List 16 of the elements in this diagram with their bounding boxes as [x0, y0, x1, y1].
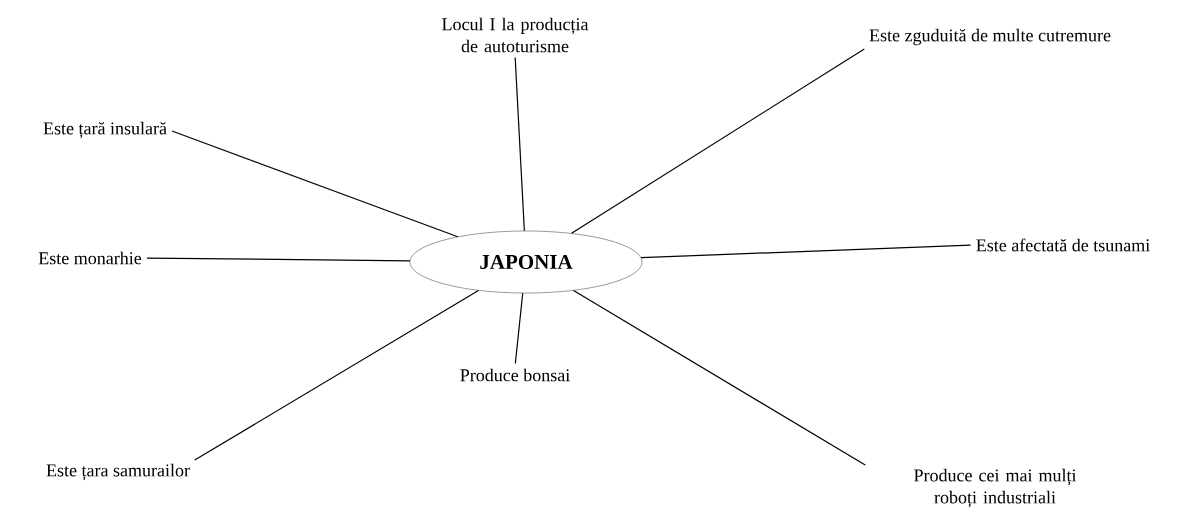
topic-text: Este zguduită de multe cutremure	[869, 28, 1111, 46]
topic-text: Produce bonsai	[460, 368, 570, 382]
topic-text: Este țara samurailor	[46, 463, 190, 481]
connector-line	[640, 244, 972, 259]
connector-line	[146, 257, 411, 262]
connector-line	[514, 292, 524, 365]
connector-line	[171, 130, 459, 238]
topic-text: Locul I la producția de autoturisme	[442, 17, 589, 53]
topic-text: Este țară insulară	[43, 121, 167, 139]
connector-line	[571, 48, 865, 234]
topic-text: Este monarhie	[38, 251, 142, 265]
topic-text: Este afectată de tsunami	[976, 238, 1150, 252]
topic-text: Produce cei mai mulți roboți industriali	[914, 468, 1077, 508]
connector-line	[514, 56, 525, 232]
connector-line	[572, 289, 866, 466]
connector-line	[194, 289, 480, 461]
